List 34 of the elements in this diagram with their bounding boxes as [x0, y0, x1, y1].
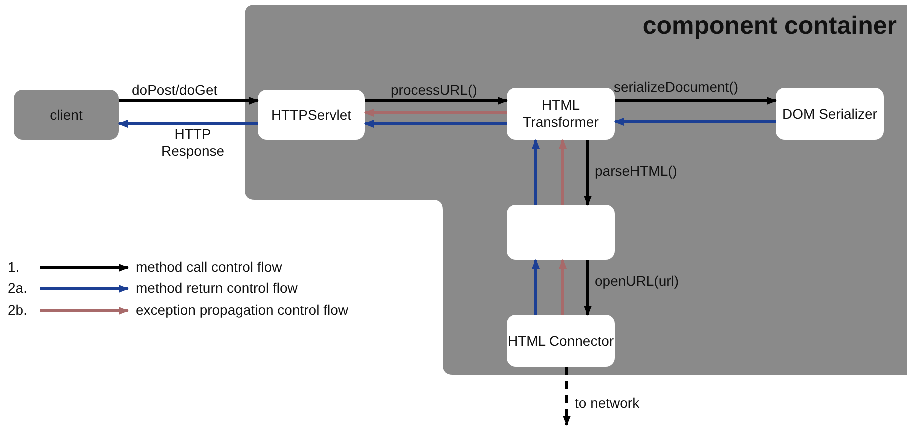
edge-label: HTTP Response: [160, 126, 226, 160]
arrow: [118, 120, 258, 128]
component-box: HTML Connector: [507, 315, 615, 367]
edge-label: doPost/doGet: [132, 82, 218, 99]
legend-number: 2a.: [8, 280, 28, 297]
legend-text: method call control flow: [136, 259, 282, 276]
component-box: DOM Serializer: [776, 88, 884, 140]
arrow: [559, 139, 567, 205]
arrow: [119, 97, 259, 105]
empty-box: [507, 205, 615, 260]
legend-number: 1.: [8, 259, 20, 276]
arrow: [532, 139, 540, 205]
arrow: [615, 97, 777, 105]
arrow: [559, 259, 567, 315]
arrow: [365, 97, 508, 105]
edge-label: openURL(url): [595, 273, 680, 290]
edge-label: serializeDocument(): [614, 79, 738, 96]
edge-label: to network: [575, 395, 640, 412]
edge-label: processURL(): [391, 82, 478, 99]
container-title: component container: [642, 11, 897, 41]
arrow: [364, 109, 507, 117]
legend-text: exception propagation control flow: [136, 302, 348, 319]
arrow: [532, 259, 540, 315]
component-box: HTML Transformer: [507, 88, 615, 140]
component-box: client: [14, 90, 119, 140]
arrow: [364, 120, 507, 128]
legend-text: method return control flow: [136, 280, 298, 297]
component-box: HTTPServlet: [258, 90, 365, 140]
arrow: [614, 118, 776, 126]
dashed-arrow: [563, 367, 571, 426]
edge-label: parseHTML(): [595, 163, 678, 180]
arrow: [584, 260, 592, 316]
legend-number: 2b.: [8, 302, 28, 319]
arrow: [584, 140, 592, 206]
